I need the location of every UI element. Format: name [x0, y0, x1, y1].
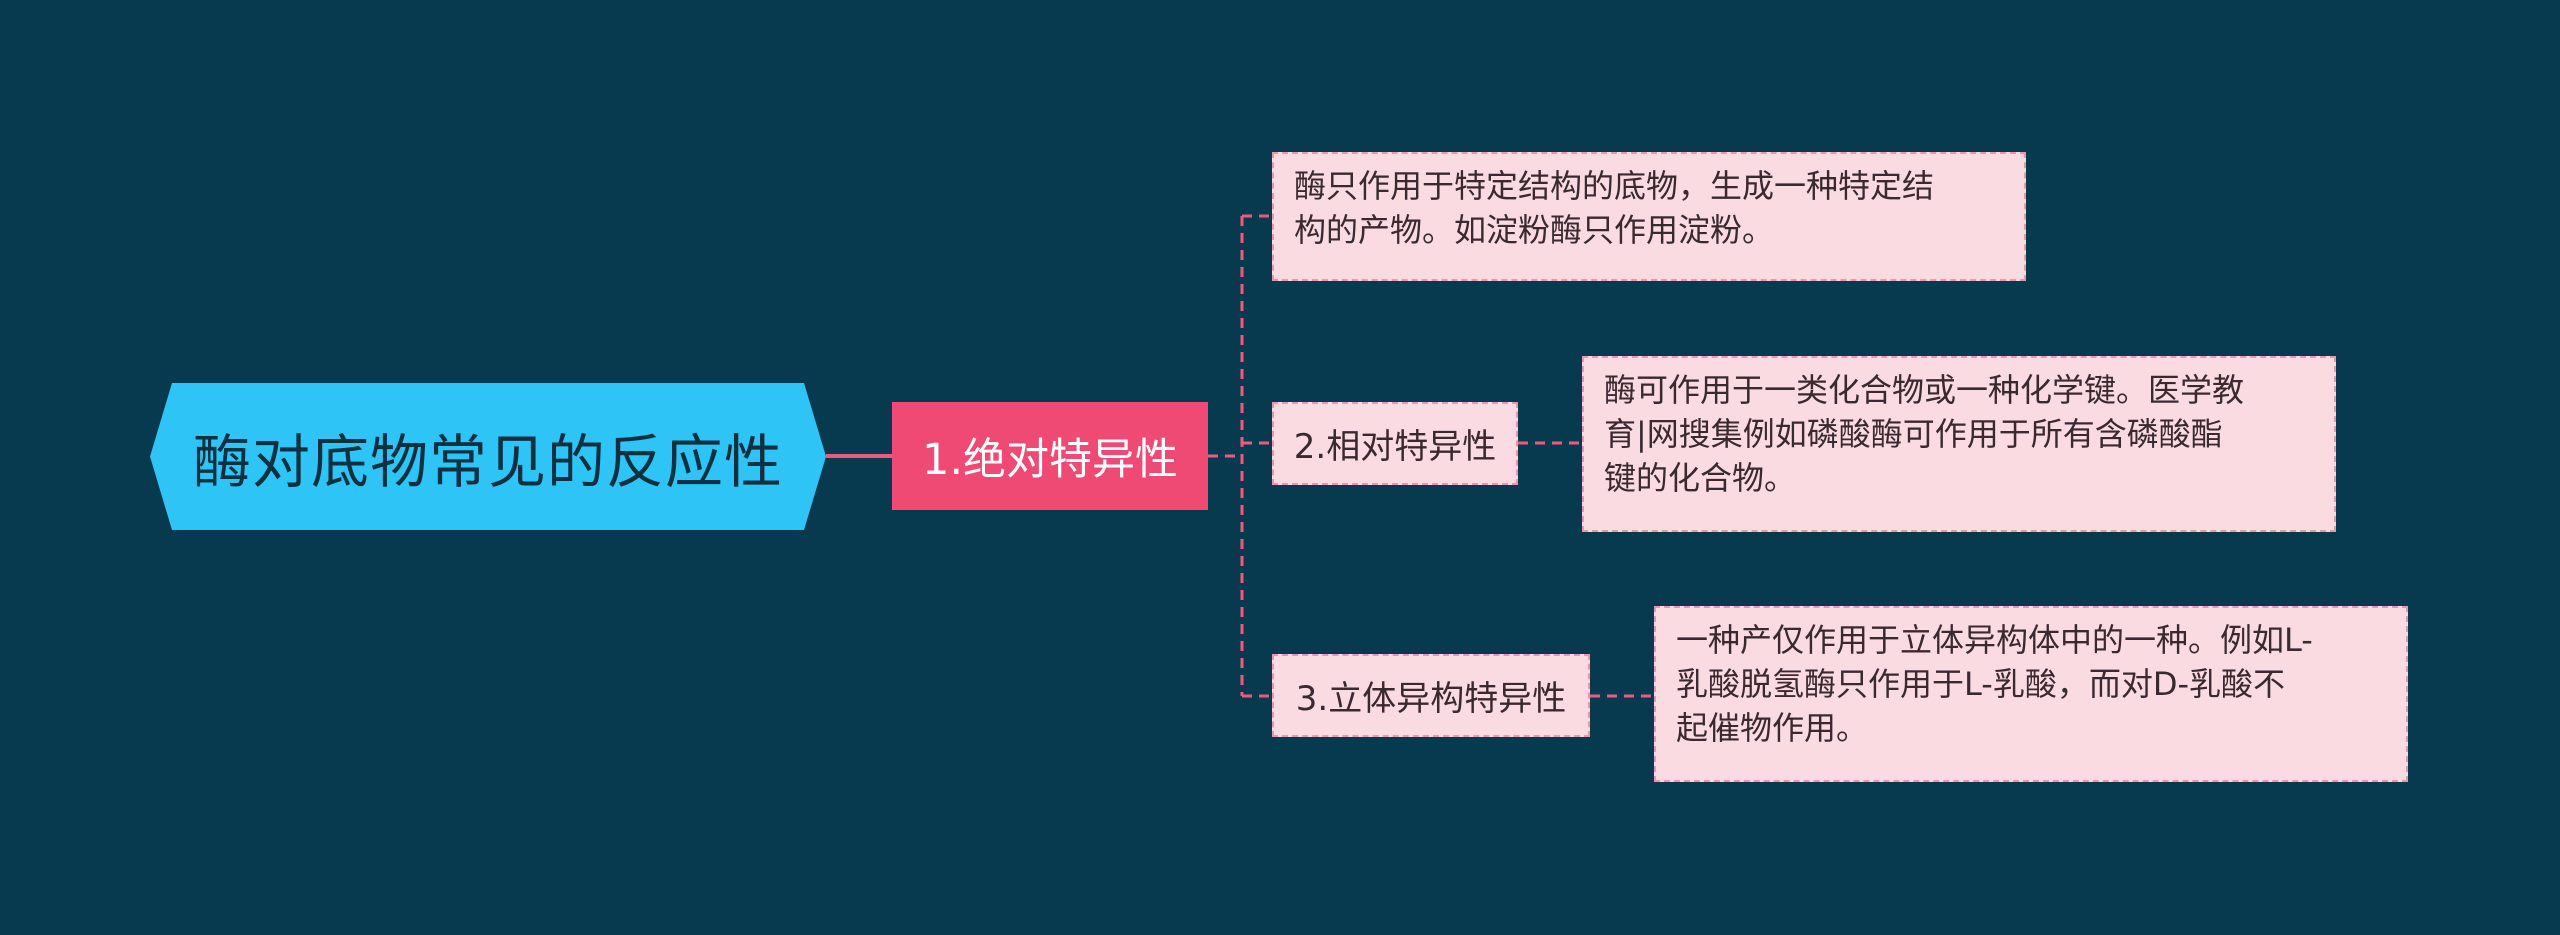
- relative-specificity-description[interactable]: 酶可作用于一类化合物或一种化学键。医学教 育|网搜集例如磷酸酶可作用于所有含磷酸…: [1582, 356, 2336, 532]
- main-topic-label: 1.绝对特异性: [921, 435, 1179, 485]
- stereo-specificity-label: 3.立体异构特异性: [1295, 679, 1567, 719]
- relative-specificity-node[interactable]: 2.相对特异性: [1272, 402, 1518, 485]
- stereo-specificity-node[interactable]: 3.立体异构特异性: [1272, 654, 1590, 737]
- main-topic-node[interactable]: 1.绝对特异性: [892, 402, 1208, 510]
- root-node[interactable]: 酶对底物常见的反应性: [150, 383, 826, 530]
- stereo-specificity-description[interactable]: 一种产仅作用于立体异构体中的一种。例如L- 乳酸脱氢酶只作用于L-乳酸，而对D-…: [1654, 606, 2408, 782]
- relative-specificity-label: 2.相对特异性: [1293, 427, 1497, 467]
- absolute-specificity-description[interactable]: 酶只作用于特定结构的底物，生成一种特定结 构的产物。如淀粉酶只作用淀粉。: [1272, 152, 2026, 281]
- root-label: 酶对底物常见的反应性: [192, 427, 783, 496]
